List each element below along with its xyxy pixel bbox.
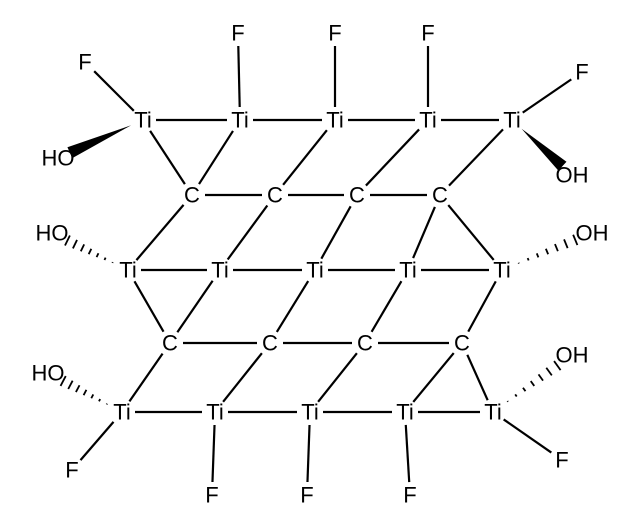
fluorine-atom: F [421, 21, 434, 46]
titanium-atom: Ti [231, 108, 249, 133]
bond [128, 353, 164, 402]
bond [412, 206, 436, 259]
bond [198, 130, 234, 185]
carbon-atom: C [267, 183, 283, 208]
fluorine-atom: F [205, 483, 218, 508]
hydroxyl-group: HO [36, 221, 69, 246]
bond [135, 204, 185, 261]
carbon-atom: C [262, 331, 278, 356]
bond [317, 352, 358, 403]
fluorine-atom: F [403, 483, 416, 508]
carbon-atom: C [432, 183, 448, 208]
titanium-atom: Ti [211, 258, 229, 283]
bond [404, 424, 411, 483]
hydroxyl-group: OH [576, 221, 609, 246]
bond [320, 205, 352, 260]
wedge-bond [521, 128, 567, 171]
bond [365, 128, 420, 187]
carbon-atom: C [184, 183, 200, 208]
hydroxyl-group: OH [556, 343, 589, 368]
hydroxyl-group: OH [556, 163, 589, 188]
titanium-atom: Ti [503, 108, 521, 133]
bond [226, 204, 269, 261]
bond [467, 280, 497, 333]
fluorine-atom: F [555, 448, 568, 473]
titanium-atom: Ti [113, 400, 131, 425]
titanium-atom: Ti [306, 258, 324, 283]
bond [522, 78, 572, 114]
bond [282, 129, 328, 186]
titanium-atom: Ti [396, 400, 414, 425]
titanium-atom: Ti [493, 258, 511, 283]
bond [412, 352, 455, 403]
hashed-bond [506, 360, 562, 403]
hashed-bond [517, 234, 579, 264]
carbon-atom: C [349, 183, 365, 208]
titanium-atom: Ti [419, 108, 437, 133]
bond [466, 354, 489, 401]
bond [211, 424, 216, 483]
bond [306, 424, 311, 483]
fluorine-atom: F [328, 21, 341, 46]
fluorine-atom: F [575, 60, 588, 85]
bond [79, 421, 115, 461]
carbon-atom: C [454, 331, 470, 356]
bond [93, 70, 135, 112]
titanium-atom: Ti [206, 400, 224, 425]
carbon-atom: C [162, 331, 178, 356]
titanium-atom: Ti [301, 400, 319, 425]
fluorine-atom: F [78, 50, 91, 75]
fluorine-atom: F [300, 483, 313, 508]
carbon-atom: C [357, 331, 373, 356]
bond [149, 130, 186, 185]
titanium-atom: Ti [484, 400, 502, 425]
titanium-atom: Ti [399, 258, 417, 283]
bond [222, 352, 263, 403]
bond [133, 280, 165, 333]
bond [237, 45, 241, 108]
bond [447, 204, 495, 261]
fluorine-atom: F [231, 21, 244, 46]
bond [448, 128, 504, 187]
fluorine-atom: F [65, 458, 78, 483]
bond [176, 280, 214, 333]
titanium-atom: Ti [119, 258, 137, 283]
wedge-bond [67, 125, 132, 159]
bond [503, 418, 552, 454]
bond [275, 280, 310, 333]
hashed-bond [59, 375, 108, 405]
hydroxyl-group: HO [42, 146, 75, 171]
titanium-atom: Ti [134, 108, 152, 133]
hydroxyl-group: HO [32, 361, 65, 386]
hashed-bond [64, 235, 114, 264]
bond [370, 280, 403, 333]
bonds [59, 45, 579, 483]
titanium-atom: Ti [326, 108, 344, 133]
